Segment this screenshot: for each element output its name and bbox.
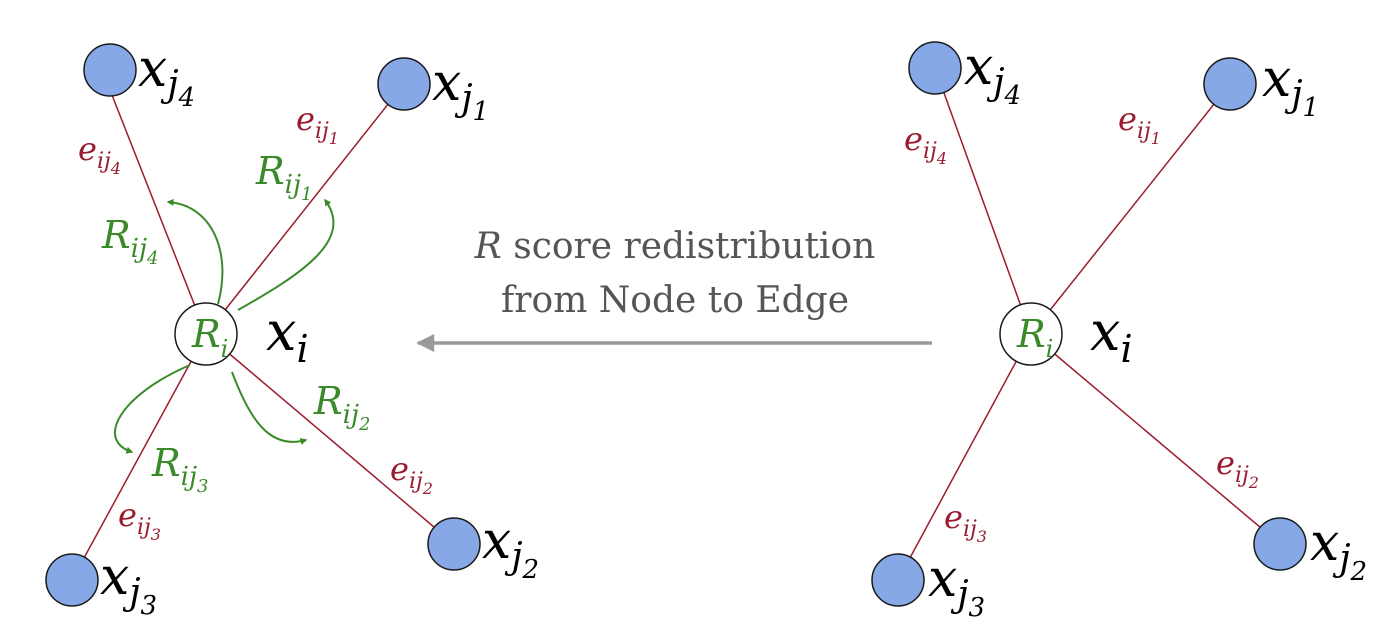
left-edge-j4 <box>109 89 207 335</box>
left-rel-label-j2: Rij2 <box>313 379 370 435</box>
right-center-label: xi <box>1090 300 1133 371</box>
left-rel-label-j1: Rij1 <box>255 149 312 205</box>
right-center-node <box>999 302 1063 366</box>
right-node-label-j2: xj2 <box>1310 513 1367 587</box>
left-graph: Ri xi xj4 xj1 xj3 xj2 eij4 eij1 eij3 eij… <box>45 39 539 621</box>
right-edge-j2 <box>1030 333 1281 545</box>
right-node-j4 <box>908 41 962 95</box>
left-node-label-j4: xj4 <box>138 39 195 113</box>
right-center-inner-label: Ri <box>1016 312 1053 363</box>
right-edge-j1 <box>1030 83 1231 335</box>
left-node-j3 <box>45 553 99 607</box>
right-node-j1 <box>1203 57 1257 111</box>
right-edge-label-j4: eij4 <box>904 120 947 168</box>
left-edge-label-j1: eij1 <box>296 100 339 148</box>
left-node-j2 <box>427 517 481 571</box>
caption-line-2: from Node to Edge <box>501 280 849 321</box>
left-edge-label-j2: eij2 <box>390 450 433 498</box>
left-node-label-j1: xj1 <box>432 53 489 127</box>
right-node-j3 <box>871 553 925 607</box>
left-edge-label-j3: eij3 <box>118 496 161 544</box>
right-edge-j4 <box>934 67 1032 335</box>
caption-line-1: R score redistribution <box>474 226 876 267</box>
left-edge-j2 <box>205 333 455 545</box>
right-edge-label-j1: eij1 <box>1118 100 1161 148</box>
right-graph: Ri xi xj4 xj1 xj3 xj2 eij4 eij1 eij3 eij… <box>871 37 1367 623</box>
left-node-j1 <box>377 57 431 111</box>
right-node-label-j3: xj3 <box>928 549 985 623</box>
left-node-label-j2: xj2 <box>482 511 539 585</box>
left-edge-j1 <box>205 83 405 335</box>
right-node-label-j1: xj1 <box>1262 49 1319 123</box>
left-rel-label-j4: Rij4 <box>101 213 158 269</box>
right-node-label-j4: xj4 <box>964 37 1021 111</box>
right-edge-label-j3: eij3 <box>944 498 987 546</box>
left-edge-label-j4: eij4 <box>78 130 121 178</box>
left-rel-arrow-j2 <box>231 371 308 445</box>
left-edge-j3 <box>71 333 207 581</box>
right-edge-label-j2: eij2 <box>1216 444 1259 492</box>
left-center-node <box>174 302 238 366</box>
left-center-inner-label: Ri <box>191 312 228 363</box>
left-rel-arrow-j3 <box>113 364 191 454</box>
right-node-j2 <box>1253 517 1307 571</box>
left-node-label-j3: xj3 <box>100 547 157 621</box>
left-node-j4 <box>83 43 137 97</box>
left-center-label: xi <box>266 300 309 371</box>
left-rel-label-j3: Rij3 <box>151 441 208 497</box>
left-rel-arrow-j4 <box>166 198 224 305</box>
left-rel-arrow-j1 <box>237 198 335 311</box>
right-edge-j3 <box>897 333 1032 581</box>
redistribution-caption: R score redistribution from Node to Edge <box>416 226 932 352</box>
